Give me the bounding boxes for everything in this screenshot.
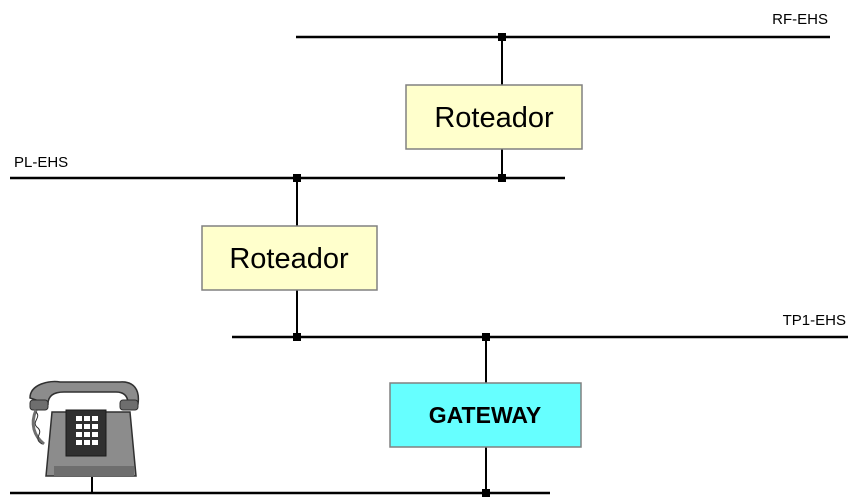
junction-phone-gateway — [482, 489, 490, 497]
junction-pl-router-2 — [293, 174, 301, 182]
junction-tp1-router-2 — [293, 333, 301, 341]
router-1-node: Roteador — [405, 84, 583, 150]
router-2-node: Roteador — [201, 225, 378, 291]
junction-tp1-gateway — [482, 333, 490, 341]
rf-ehs-label: RF-EHS — [772, 11, 828, 28]
router-2-label: Roteador — [229, 243, 349, 275]
junction-pl-router-1 — [498, 174, 506, 182]
gateway-node: GATEWAY — [389, 382, 582, 448]
gateway-label: GATEWAY — [429, 402, 541, 428]
telephone-icon — [29, 380, 140, 477]
gateway-box — [389, 382, 582, 448]
pl-ehs-label: PL-EHS — [14, 154, 68, 171]
router-2-box — [201, 225, 378, 291]
router-1-box — [405, 84, 583, 150]
telephone-keypad — [76, 416, 98, 445]
router-1-label: Roteador — [434, 102, 554, 134]
junction-rf-router-1 — [498, 33, 506, 41]
tp1-ehs-label: TP1-EHS — [783, 312, 846, 329]
